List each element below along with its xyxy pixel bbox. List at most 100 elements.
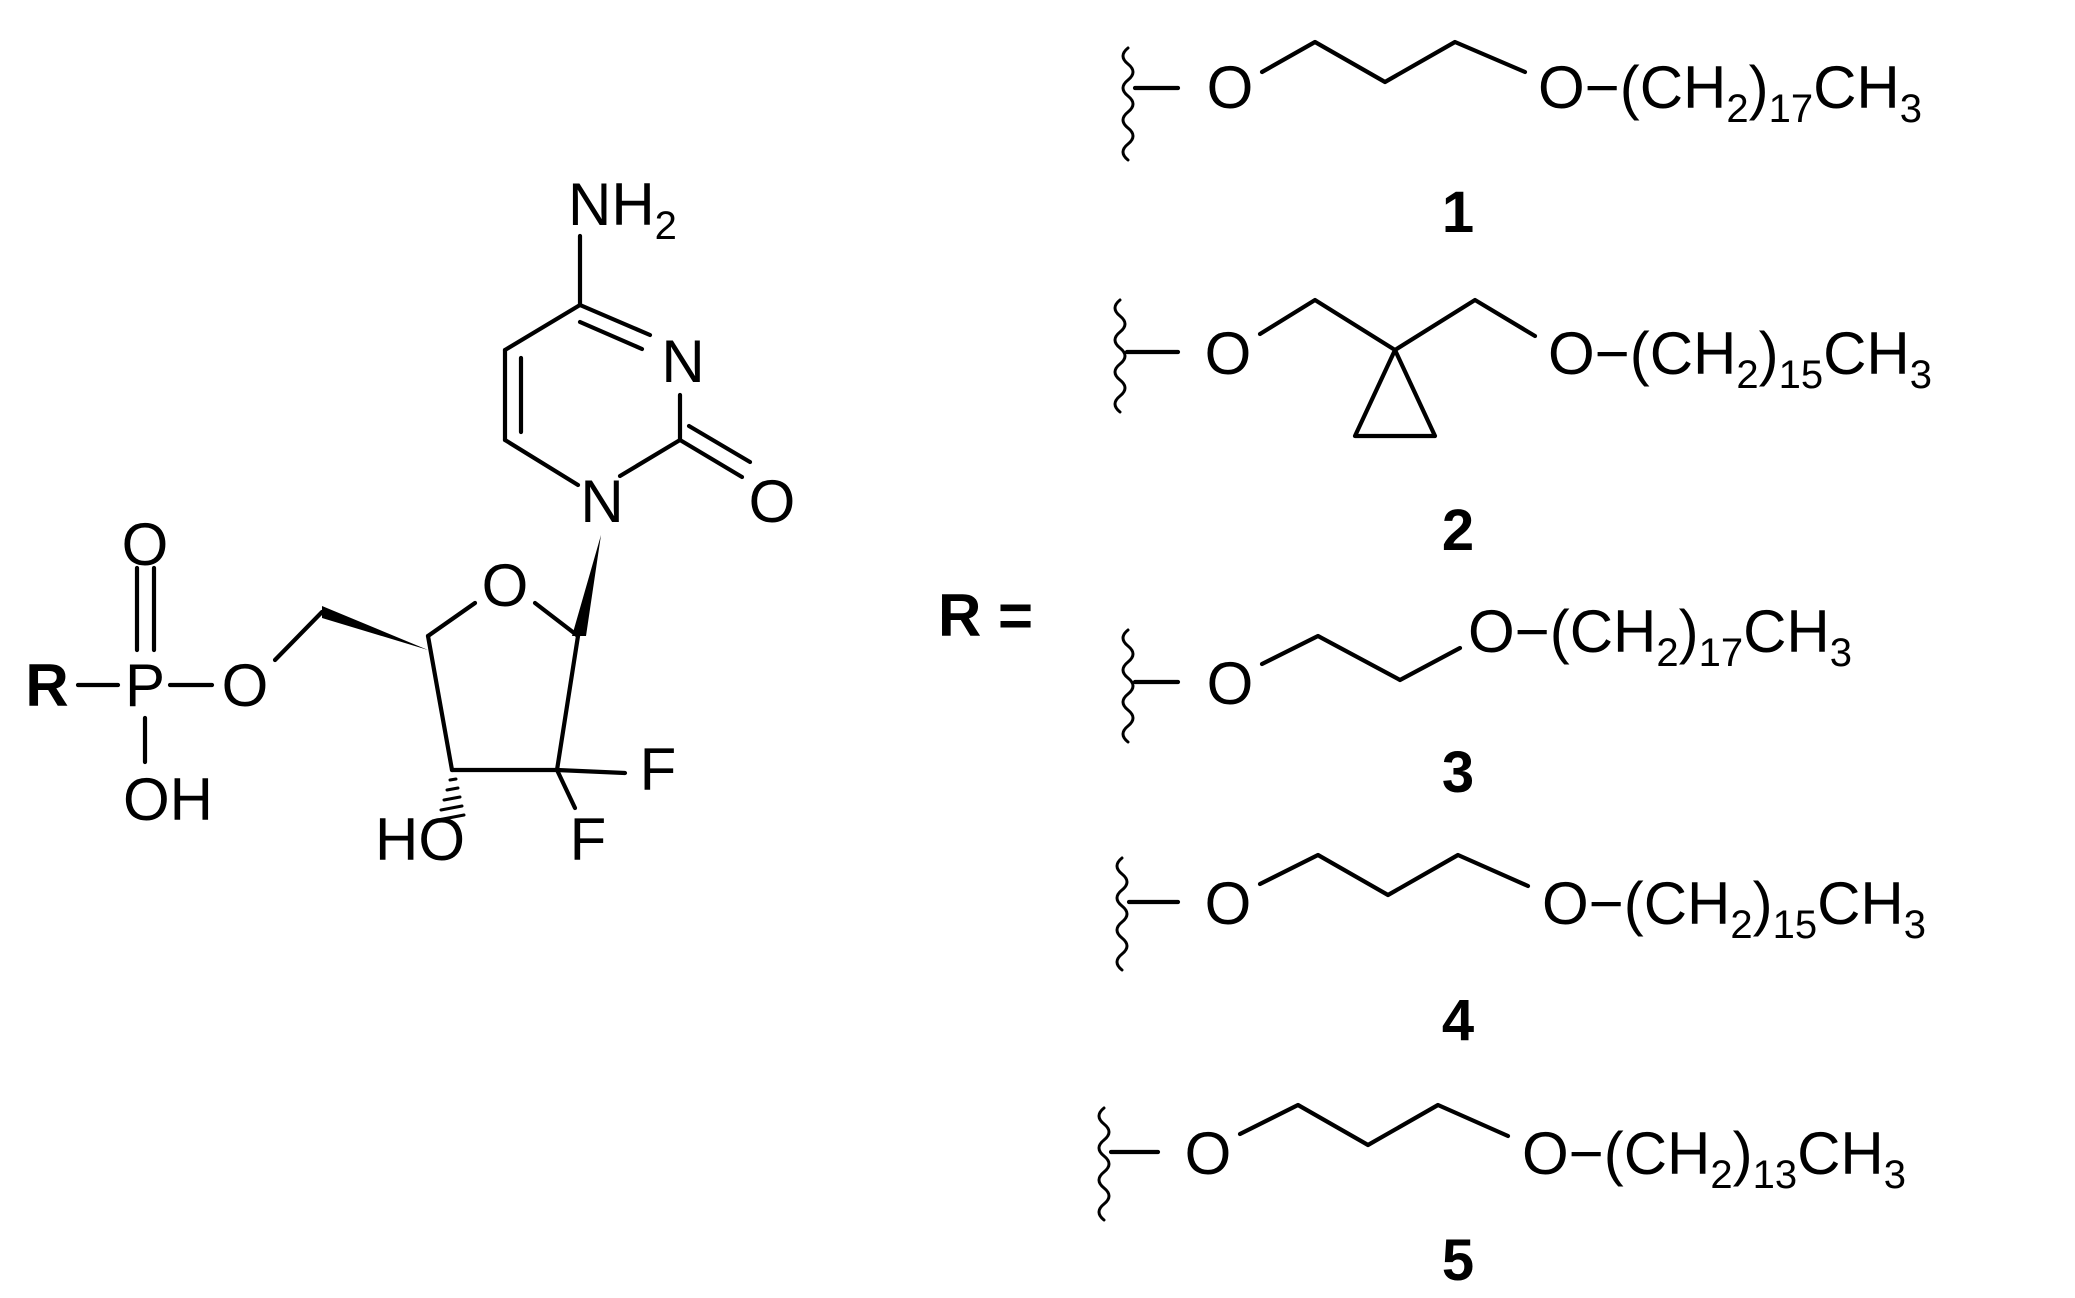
substituent-3: O O−(CH2)17CH3 3 — [1121, 598, 1852, 805]
s5-repeat-count: 13 — [1753, 1153, 1798, 1197]
s2-oxygen-1: O — [1205, 320, 1252, 387]
s3-alkyl-chain-text: O−(CH2)17CH3 — [1468, 598, 1852, 675]
s3-paren: ) — [1679, 598, 1699, 665]
s5-chain-prefix: −(CH — [1569, 1120, 1711, 1187]
s1-terminal-ch: CH — [1813, 54, 1900, 121]
squiggle-4-attach — [1115, 856, 1129, 972]
s5-oxygen-2: O — [1522, 1120, 1569, 1187]
substituent-5: O O−(CH2)13CH3 5 — [1097, 1102, 1906, 1293]
r-group-label: R — [25, 652, 68, 719]
s2-repeat-count: 15 — [1779, 353, 1824, 397]
bond-c2-f2 — [554, 767, 578, 811]
s2-chain-prefix: −(CH — [1595, 320, 1737, 387]
bond-c1-c2 — [554, 633, 581, 773]
compound-label-5: 5 — [1442, 1228, 1474, 1293]
amine-subscript: 2 — [655, 204, 677, 248]
amine-nh2: NH2 — [568, 171, 677, 248]
s2-paren: ) — [1759, 320, 1779, 387]
s2-cyclopropane-ring — [1352, 347, 1438, 439]
bond-c5-c4 — [502, 302, 583, 353]
s5-linker-chain — [1237, 1102, 1511, 1148]
r-equals-label: R = — [938, 582, 1033, 649]
compound-label-4: 4 — [1442, 988, 1474, 1053]
s4-paren: ) — [1753, 870, 1773, 937]
s1-paren: ) — [1749, 54, 1769, 121]
s1-linker-chain — [1259, 39, 1528, 85]
s3-oxygen-1: O — [1207, 650, 1254, 717]
s5-ch2-subscript: 2 — [1710, 1153, 1732, 1197]
s4-ch2-subscript: 2 — [1730, 903, 1752, 947]
s2-ch2-subscript: 2 — [1736, 353, 1758, 397]
s1-ch3-subscript: 3 — [1900, 87, 1922, 131]
s1-alkyl-chain-text: O−(CH2)17CH3 — [1538, 54, 1922, 131]
amine-nh-text: NH — [568, 171, 655, 238]
bond-c4-o4 — [425, 600, 478, 639]
bond-c2-o-b — [686, 423, 753, 465]
squiggle-1-attach — [1121, 46, 1135, 162]
carbonyl-oxygen: O — [749, 468, 796, 535]
substituent-2: O O−(CH2)15CH3 2 — [1113, 297, 1932, 563]
hydroxyl-oh: OH — [123, 766, 213, 833]
s5-paren: ) — [1733, 1120, 1753, 1187]
s4-oxygen-1: O — [1205, 870, 1252, 937]
s3-ch3-subscript: 3 — [1830, 631, 1852, 675]
compound-label-1: 1 — [1442, 180, 1474, 245]
s5-terminal-ch: CH — [1797, 1120, 1884, 1187]
bond-o4-c1 — [532, 600, 581, 639]
s4-alkyl-chain-text: O−(CH2)15CH3 — [1542, 870, 1926, 947]
hash-c3-oh — [436, 777, 466, 822]
s2-oxygen-2: O — [1548, 320, 1595, 387]
bond-c2-n1 — [617, 437, 683, 479]
squiggle-3-attach — [1121, 628, 1135, 744]
ring-oxygen: O — [482, 552, 529, 619]
s3-ch2-subscript: 2 — [1656, 631, 1678, 675]
s3-repeat-count: 17 — [1699, 631, 1744, 675]
s2-linker-chain — [1257, 297, 1538, 353]
s1-oxygen-2: O — [1538, 54, 1585, 121]
bond-c4-n3-inner — [577, 319, 645, 352]
bond-n1-c6 — [502, 437, 581, 488]
fluorine-1: F — [640, 736, 677, 803]
s4-oxygen-2: O — [1542, 870, 1589, 937]
bond-c2-f1 — [554, 767, 628, 776]
s2-terminal-ch: CH — [1823, 320, 1910, 387]
wedge-c5-c4 — [322, 606, 428, 650]
substituent-1: O O−(CH2)17CH3 1 — [1121, 39, 1922, 245]
ester-oxygen: O — [222, 652, 269, 719]
phosphorus-atom: P — [125, 652, 165, 719]
wedge-c1-n1 — [572, 535, 601, 636]
s2-ch3-subscript: 3 — [1910, 353, 1932, 397]
s4-chain-prefix: −(CH — [1589, 870, 1731, 937]
s5-alkyl-chain-text: O−(CH2)13CH3 — [1522, 1120, 1906, 1197]
hydroxyl-ho: HO — [375, 806, 465, 873]
s5-oxygen-1: O — [1185, 1120, 1232, 1187]
compound-label-3: 3 — [1442, 740, 1474, 805]
s3-terminal-ch: CH — [1743, 598, 1830, 665]
phosphoryl-oxygen: O — [122, 511, 169, 578]
s4-repeat-count: 15 — [1773, 903, 1818, 947]
s1-ch2-subscript: 2 — [1726, 87, 1748, 131]
s4-ch3-subscript: 3 — [1904, 903, 1926, 947]
s1-chain-prefix: −(CH — [1585, 54, 1727, 121]
s5-ch3-subscript: 3 — [1884, 1153, 1906, 1197]
s3-oxygen-2: O — [1468, 598, 1515, 665]
s1-oxygen-1: O — [1207, 54, 1254, 121]
compound-label-2: 2 — [1442, 498, 1474, 563]
s3-linker-chain — [1259, 633, 1463, 683]
s2-alkyl-chain-text: O−(CH2)15CH3 — [1548, 320, 1932, 397]
scaffold-molecule: R P O O OH O HO F F N N O NH2 — [25, 171, 795, 873]
squiggle-5-attach — [1097, 1106, 1111, 1222]
nitrogen-n3: N — [661, 328, 704, 395]
squiggle-2-attach — [1113, 298, 1127, 414]
s4-linker-chain — [1257, 852, 1531, 898]
bond-c4-n3 — [577, 302, 653, 338]
s3-chain-prefix: −(CH — [1515, 598, 1657, 665]
bond-o-ch2 — [272, 609, 325, 663]
s1-repeat-count: 17 — [1769, 87, 1814, 131]
substituent-4: O O−(CH2)15CH3 4 — [1115, 852, 1926, 1053]
s4-terminal-ch: CH — [1817, 870, 1904, 937]
bond-c3-c4 — [425, 633, 455, 773]
bond-c2-o-a — [677, 437, 745, 480]
